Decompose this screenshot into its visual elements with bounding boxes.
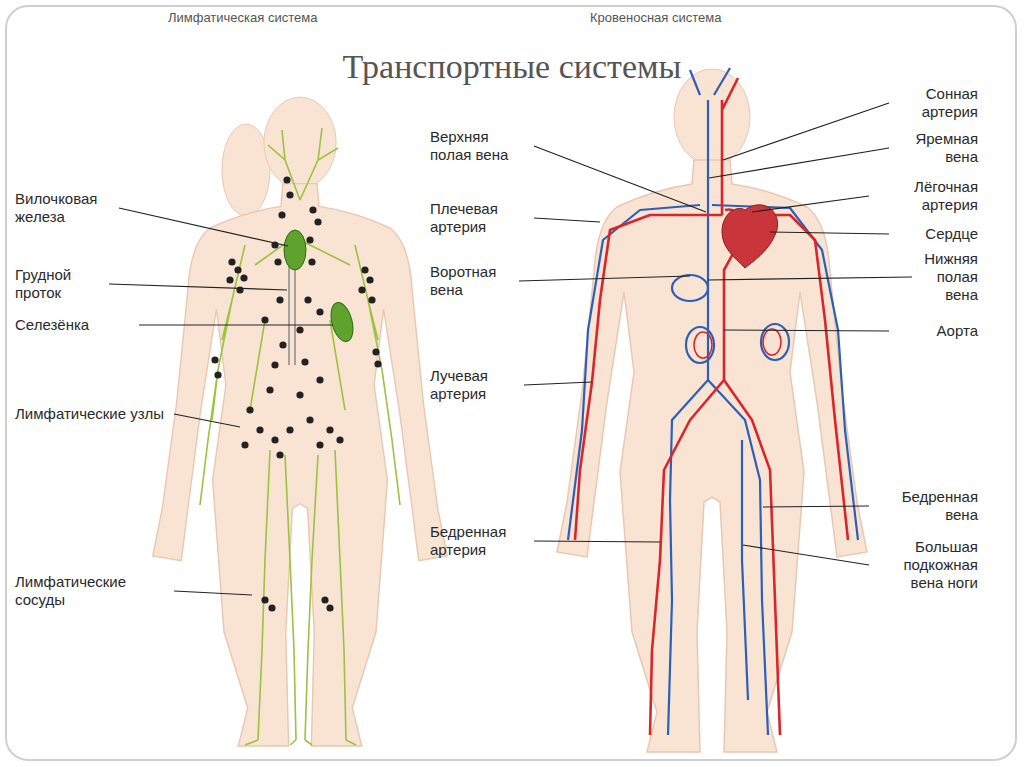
part-label: Яремная вена	[893, 130, 978, 166]
lymph-node-dot	[271, 436, 278, 443]
lymph-node-dot	[306, 416, 313, 423]
lymph-node-dot	[361, 266, 368, 273]
lymph-nodes	[211, 176, 381, 611]
lymph-node-dot	[301, 358, 308, 365]
lymph-node-dot	[246, 406, 253, 413]
leader-line	[524, 382, 592, 385]
lymph-node-dot	[374, 360, 381, 367]
section-heading: Кровеносная система	[590, 10, 721, 25]
leader-line	[534, 218, 600, 222]
section-heading: Лимфатическая система	[168, 10, 317, 25]
thymus	[284, 230, 306, 270]
part-label: Воротная вена	[430, 263, 515, 299]
lymph-node-dot	[240, 274, 247, 281]
lymph-node-dot	[306, 236, 313, 243]
leader-line	[534, 541, 660, 542]
leader-line	[743, 545, 869, 565]
leader-line	[723, 103, 889, 160]
lymph-node-dot	[276, 451, 283, 458]
leader-line	[763, 506, 869, 507]
female-figure	[153, 97, 448, 746]
part-label: Нижняя полая вена	[916, 250, 978, 304]
leader-line	[119, 208, 288, 246]
lymph-node-dot	[366, 276, 373, 283]
lymph-node-dot	[304, 296, 311, 303]
lymph-node-dot	[276, 296, 283, 303]
lymph-node-dot	[283, 176, 290, 183]
part-label: Грудной проток	[15, 266, 105, 302]
lymph-node-dot	[214, 371, 221, 378]
lymph-node-dot	[261, 596, 268, 603]
leader-line	[724, 330, 889, 331]
slide-frame	[6, 6, 1016, 760]
lymph-node-dot	[274, 258, 281, 265]
lymph-node-dot	[358, 286, 365, 293]
part-label: Сонная артерия	[893, 85, 978, 121]
leader-line	[174, 414, 240, 427]
lymph-node-dot	[321, 596, 328, 603]
lymph-node-dot	[372, 348, 379, 355]
lymph-node-dot	[296, 391, 303, 398]
leader-line	[534, 146, 706, 212]
part-label: Плечевая артерия	[430, 200, 530, 236]
lymph-node-dot	[286, 191, 293, 198]
lymph-node-dot	[241, 441, 248, 448]
lymph-node-dot	[286, 426, 293, 433]
lymph-node-dot	[256, 426, 263, 433]
leader-line	[109, 284, 287, 290]
spleen	[327, 300, 357, 344]
lymph-node-dot	[308, 258, 315, 265]
lymph-node-dot	[316, 308, 323, 315]
lymph-node-dot	[296, 326, 303, 333]
lymph-node-dot	[261, 316, 268, 323]
lymph-node-dot	[236, 286, 243, 293]
part-label: Вилочковая железа	[15, 190, 115, 226]
part-label: Лучевая артерия	[430, 367, 520, 403]
part-label: Аорта	[893, 322, 978, 340]
leader-line	[770, 232, 889, 234]
lymph-node-dot	[271, 361, 278, 368]
arteries	[575, 78, 848, 735]
lymph-vessels	[200, 128, 400, 745]
veins	[568, 68, 858, 735]
part-label: Верхняя полая вена	[430, 128, 530, 164]
leader-line	[519, 276, 690, 281]
lymph-node-dot	[228, 258, 235, 265]
slide-title: Транспортные системы	[0, 48, 1024, 86]
lymph-node-dot	[326, 604, 333, 611]
part-label: Бедренная вена	[873, 488, 978, 524]
leader-line	[708, 277, 912, 280]
lymph-node-dot	[278, 211, 285, 218]
lymph-node-dot	[326, 426, 333, 433]
lymph-node-dot	[226, 276, 233, 283]
lymph-node-dot	[336, 436, 343, 443]
part-label: Селезёнка	[15, 316, 135, 334]
lymph-node-dot	[268, 604, 275, 611]
lymph-node-dot	[314, 218, 321, 225]
lymph-node-dot	[266, 386, 273, 393]
leader-line	[174, 591, 252, 595]
leader-line	[139, 324, 333, 325]
lymph-node-dot	[368, 296, 375, 303]
leader-line	[752, 196, 869, 212]
lymph-node-dot	[234, 266, 241, 273]
part-label: Лимфатические сосуды	[15, 573, 170, 609]
lymph-node-dot	[316, 376, 323, 383]
heart	[722, 205, 778, 268]
lymph-node-dot	[316, 441, 323, 448]
lymph-node-dot	[309, 206, 316, 213]
part-label: Лимфатические узлы	[15, 405, 170, 423]
part-label: Сердце	[893, 225, 978, 243]
leader-line	[709, 148, 889, 178]
part-label: Бедренная артерия	[430, 523, 530, 559]
lymph-node-dot	[279, 341, 286, 348]
male-figure	[557, 69, 867, 752]
part-label: Лёгочная артерия	[873, 178, 978, 214]
part-label: Большая подкожная вена ноги	[873, 538, 978, 592]
lymph-node-dot	[211, 356, 218, 363]
